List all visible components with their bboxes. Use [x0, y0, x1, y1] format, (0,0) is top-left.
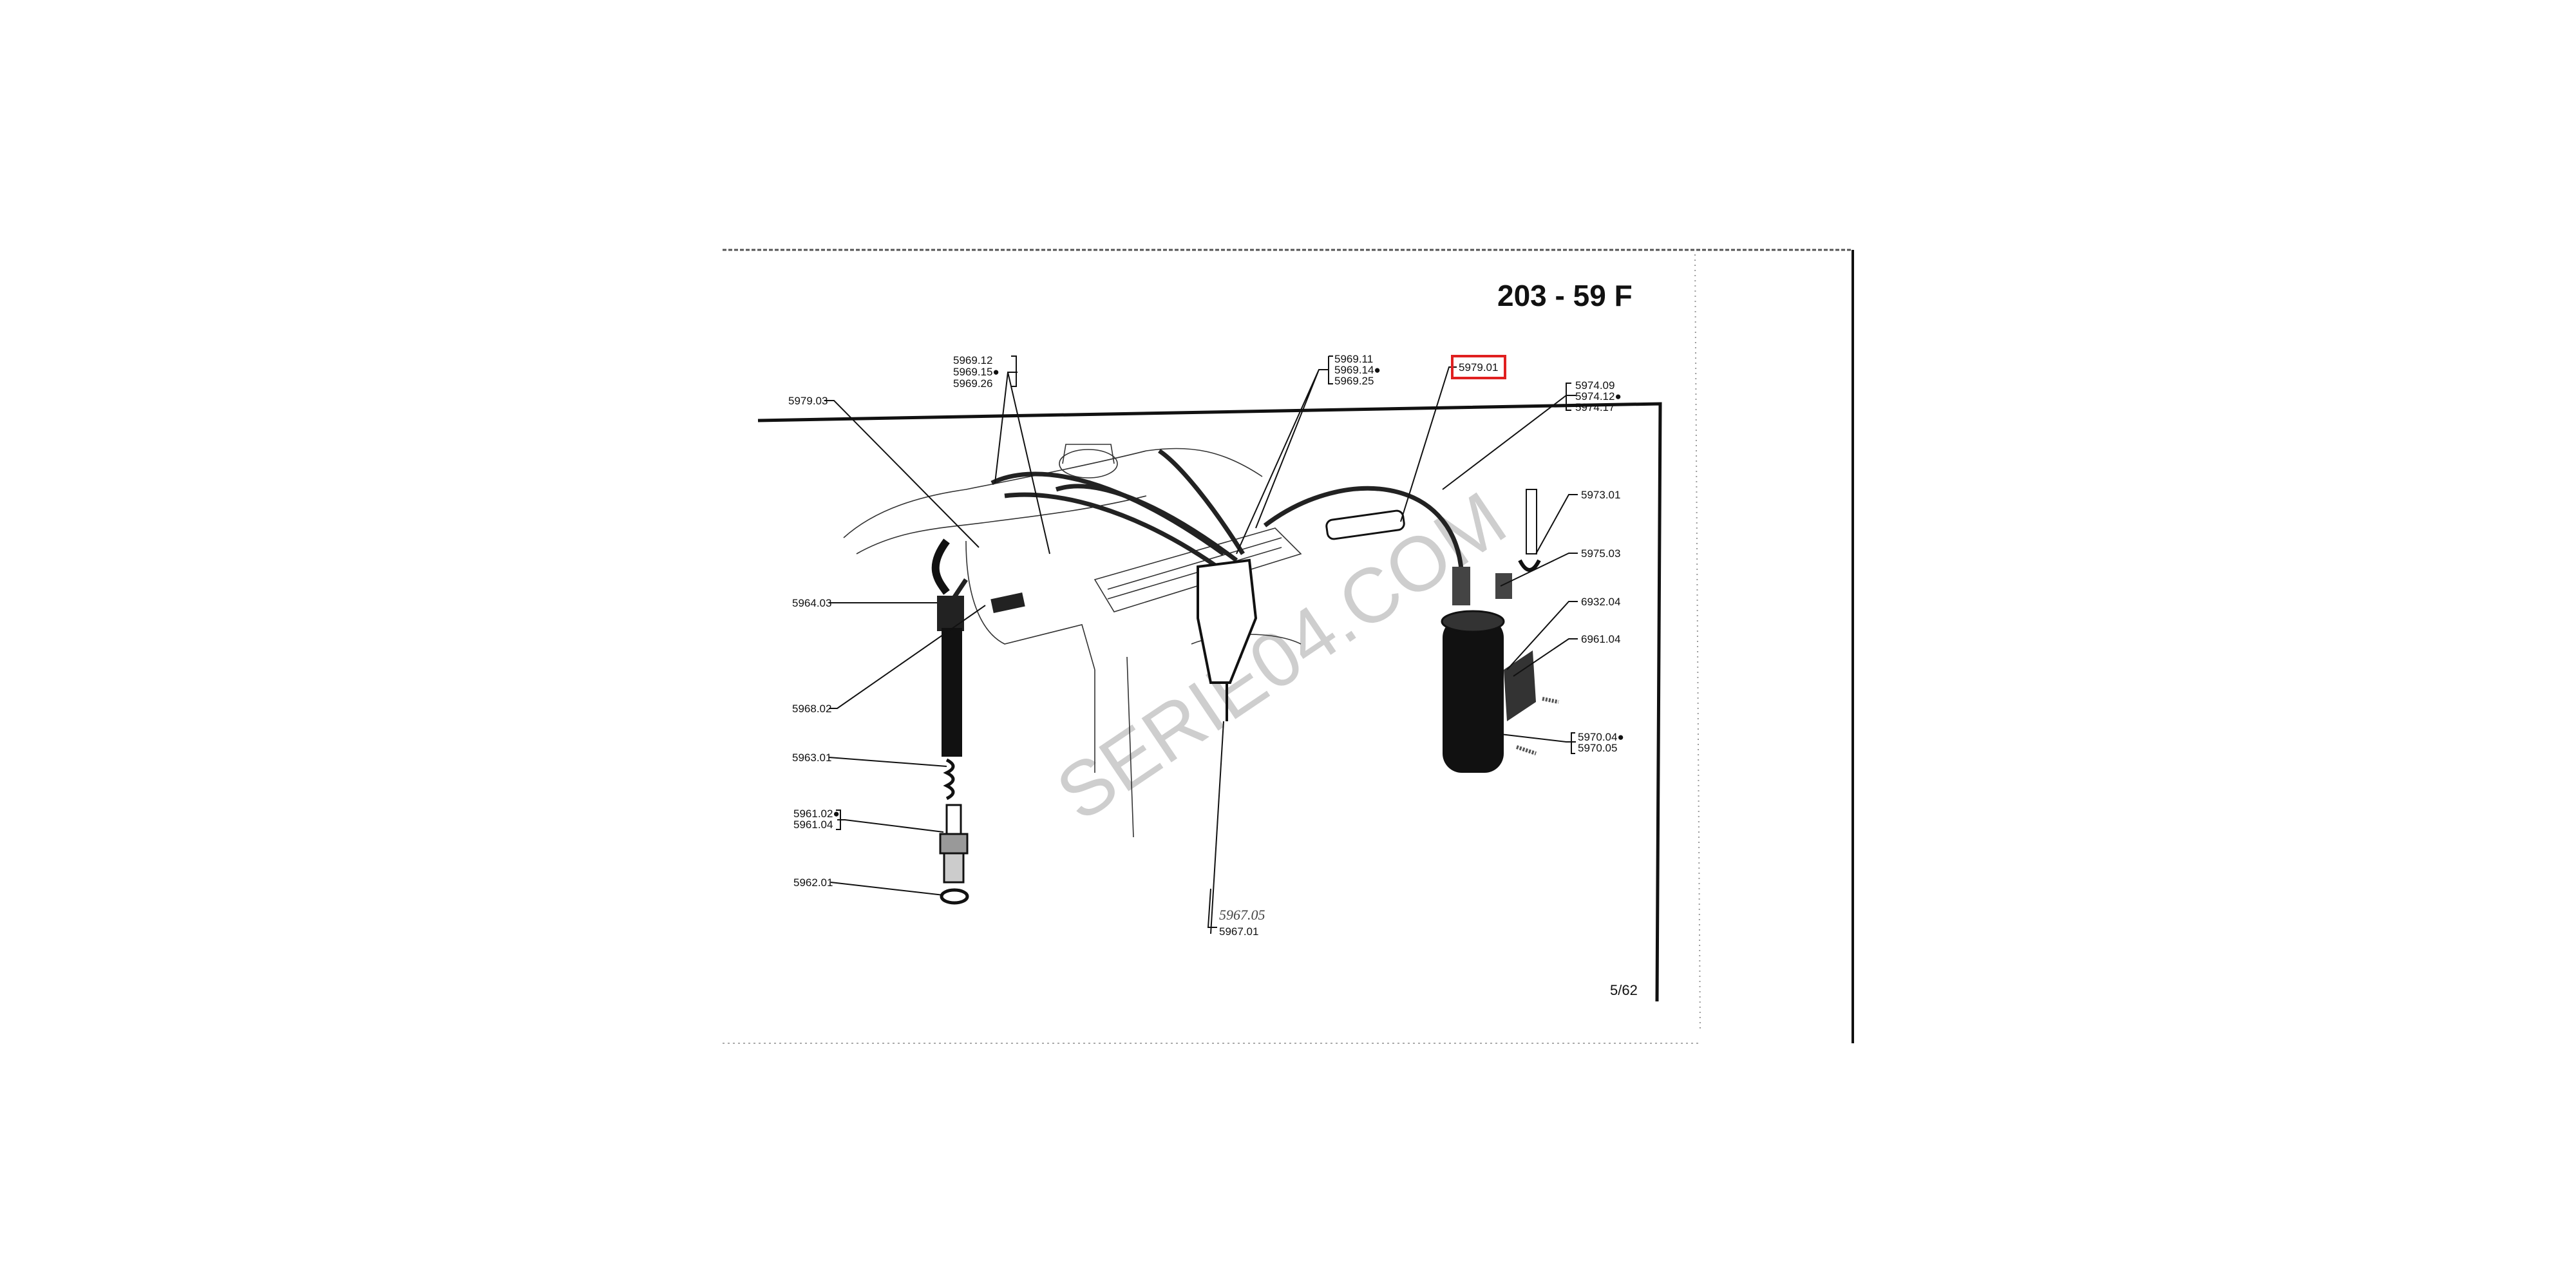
part-label: 5970.05 — [1578, 742, 1617, 754]
part-label: 5969.15● — [953, 366, 999, 378]
distributor-drawing — [1197, 558, 1258, 934]
ignition-cables — [951, 449, 1464, 600]
paper-fold — [1694, 254, 1701, 1031]
cable-separator — [1325, 509, 1405, 540]
part-label: 5969.12 — [953, 354, 992, 366]
engine-block-drawing — [843, 444, 1302, 838]
page-number: 5/62 — [1610, 982, 1638, 998]
part-label-highlighted[interactable]: 5979.01 — [1459, 361, 1498, 374]
part-label: 5974.09 — [1575, 379, 1615, 392]
part-number-labels: 5969.12 5969.15● 5969.26 5979.03 5969.11… — [788, 353, 1624, 938]
part-label: 5963.01 — [792, 752, 831, 764]
part-label: 5974.12● — [1575, 390, 1622, 402]
ignition-coil-drawing — [1441, 489, 1559, 773]
spark-plug-assembly — [931, 538, 1025, 905]
part-label: 5975.03 — [1581, 547, 1620, 560]
part-label: 5974.17 — [1575, 401, 1615, 413]
part-label: 5967.01 — [1219, 925, 1258, 938]
part-label: 5969.26 — [953, 377, 992, 390]
part-label: 5969.25 — [1334, 375, 1374, 387]
part-label: 5964.03 — [792, 597, 831, 609]
diagram-frame — [757, 402, 1662, 1002]
part-label: 5961.02● — [793, 808, 840, 820]
leader-lines — [824, 355, 1578, 928]
part-label: 5968.02 — [792, 703, 831, 715]
part-label: 6961.04 — [1581, 633, 1620, 645]
part-label: 5962.01 — [793, 876, 833, 889]
part-label: 5970.04● — [1578, 731, 1624, 743]
page-title: 203 - 59 F — [1497, 279, 1633, 312]
part-label: 5969.11 — [1334, 353, 1373, 365]
part-label: 5979.03 — [788, 395, 828, 407]
part-label: 5969.14● — [1334, 364, 1381, 376]
part-label: 6932.04 — [1581, 596, 1620, 608]
part-label: 5973.01 — [1581, 489, 1620, 501]
highlight-box — [1451, 355, 1506, 379]
handwritten-note: 5967.05 — [1219, 907, 1265, 923]
part-label: 5961.04 — [793, 819, 833, 831]
